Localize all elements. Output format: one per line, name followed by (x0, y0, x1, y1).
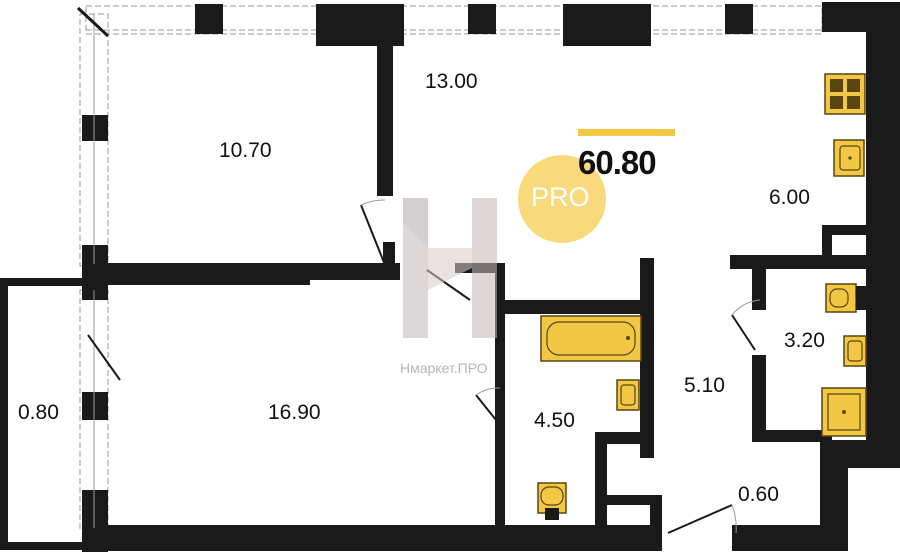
total-area: 60.80 (578, 144, 657, 181)
room-area-kitchen-living: 13.00 (425, 70, 478, 93)
toilet-bowl (825, 283, 866, 313)
pro-badge-text: PRO (531, 182, 590, 212)
room-area-bathroom: 4.50 (534, 409, 575, 432)
doors (76, 6, 761, 534)
room-area-bedroom: 10.70 (219, 139, 272, 162)
room-area-vestibule: 0.60 (738, 483, 779, 506)
room-area-hallway: 5.10 (684, 374, 725, 397)
bathroom-toilet (537, 482, 567, 520)
shower-tray (821, 387, 867, 437)
total-area-bar (578, 129, 675, 136)
room-area-kitchen-zone: 6.00 (769, 186, 810, 209)
kitchen-sink (833, 139, 865, 177)
room-area-toilet: 3.20 (784, 329, 825, 352)
watermark-text: Нмаркет.ПРО (400, 360, 488, 376)
watermark-logo (403, 198, 497, 338)
toilet-sink (843, 335, 867, 367)
room-area-balcony: 0.80 (18, 401, 59, 424)
room-area-living-room: 16.90 (268, 401, 321, 424)
bathtub (540, 315, 642, 362)
kitchen-stove (824, 73, 866, 115)
bathroom-sink (616, 379, 640, 411)
pro-badge (518, 155, 606, 243)
